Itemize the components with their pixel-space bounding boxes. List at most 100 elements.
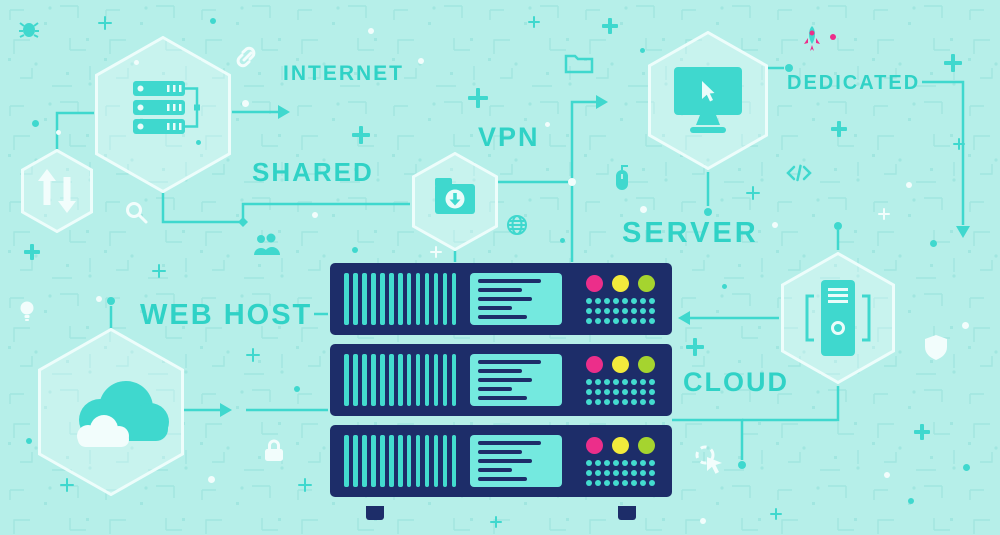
- dot-decoration: [830, 34, 836, 40]
- screen-line: [478, 369, 523, 373]
- panel-dot: [640, 297, 646, 304]
- screen-line: [478, 468, 512, 472]
- rack-unit: [330, 263, 672, 335]
- label-web-host: WEB HOST: [140, 299, 313, 331]
- indicator-light: [586, 355, 603, 373]
- plus-decoration: [770, 508, 782, 520]
- panel-dot: [604, 297, 610, 304]
- light-panel: [586, 274, 658, 324]
- stripe-group: [344, 354, 457, 406]
- indicator-light: [612, 355, 629, 373]
- panel-dot: [649, 297, 655, 304]
- unit-screen: [470, 435, 563, 487]
- lock-icon: [265, 439, 283, 461]
- dot-decoration: [963, 464, 970, 471]
- panel-dot: [604, 398, 610, 405]
- panel-dot: [649, 378, 655, 385]
- vent-stripe: [397, 354, 403, 406]
- panel-dot: [622, 307, 628, 314]
- rack-unit: [330, 344, 672, 416]
- panel-dot: [640, 479, 646, 486]
- panel-dot: [649, 479, 655, 486]
- panel-dot: [604, 307, 610, 314]
- panel-dot: [586, 378, 592, 385]
- panel-dot: [604, 469, 610, 476]
- panel-dot: [649, 459, 655, 466]
- panel-dot: [622, 398, 628, 405]
- dot-decoration: [352, 247, 358, 253]
- indicator-lights: [586, 436, 658, 454]
- vent-stripe: [442, 435, 448, 487]
- label-internet: INTERNET: [283, 62, 404, 85]
- vent-stripe: [415, 435, 421, 487]
- rack-unit: [330, 425, 672, 497]
- plus-decoration: [953, 138, 965, 150]
- panel-dot: [586, 459, 592, 466]
- plus-decoration: [98, 16, 112, 30]
- vent-stripe: [433, 354, 439, 406]
- rack-units: [330, 263, 672, 497]
- plus-decoration: [430, 246, 442, 258]
- panel-dot: [595, 378, 601, 385]
- vent-stripe: [388, 354, 394, 406]
- panel-dot: [586, 469, 592, 476]
- vent-stripe: [344, 354, 349, 406]
- plus-decoration: [298, 478, 312, 492]
- rack-leg-right: [618, 506, 636, 520]
- label-vpn: VPN: [478, 122, 540, 152]
- label-server: SERVER: [622, 217, 759, 249]
- panel-dot: [631, 459, 637, 466]
- plus-decoration: [944, 54, 962, 72]
- panel-dot: [622, 317, 628, 324]
- indicator-light: [638, 274, 655, 292]
- vent-stripe: [397, 435, 403, 487]
- panel-dot: [631, 297, 637, 304]
- bug-icon: [19, 22, 39, 38]
- panel-dot: [622, 459, 628, 466]
- vent-stripe: [433, 273, 439, 325]
- lightbulb-icon: [20, 301, 34, 321]
- vent-stripe: [451, 354, 457, 406]
- panel-dot: [586, 307, 592, 314]
- plus-decoration: [914, 424, 930, 440]
- dot-decoration: [700, 518, 706, 524]
- panel-dot: [631, 317, 637, 324]
- cloud-icon: [77, 381, 169, 447]
- vent-stripe: [370, 273, 376, 325]
- panel-dot: [604, 388, 610, 395]
- panel-dot: [622, 479, 628, 486]
- monitor-cursor-icon: [674, 67, 742, 133]
- panel-dot: [613, 479, 619, 486]
- panel-dot: [640, 378, 646, 385]
- vent-stripe: [406, 354, 412, 406]
- vent-stripe: [388, 273, 394, 325]
- panel-dot: [595, 297, 601, 304]
- indicator-lights: [586, 274, 658, 292]
- panel-dot: [649, 317, 655, 324]
- unit-screen: [470, 354, 563, 406]
- panel-dot: [595, 317, 601, 324]
- panel-dot: [604, 317, 610, 324]
- plus-decoration: [60, 478, 74, 492]
- panel-dot: [640, 459, 646, 466]
- panel-dot: [604, 479, 610, 486]
- dot-decoration: [242, 100, 249, 107]
- plus-decoration: [831, 121, 847, 137]
- panel-dot: [622, 388, 628, 395]
- dot-decoration: [962, 322, 969, 329]
- screen-line: [478, 288, 523, 292]
- panel-dot: [604, 378, 610, 385]
- panel-dot: [613, 459, 619, 466]
- code-icon: [786, 164, 812, 182]
- dot-grid: [586, 297, 658, 324]
- plus-decoration: [686, 338, 704, 356]
- dot-decoration: [312, 212, 318, 218]
- label-shared: SHARED: [252, 157, 374, 187]
- dot-decoration: [56, 130, 61, 135]
- users-icon: [254, 233, 280, 255]
- vent-stripe: [361, 273, 367, 325]
- globe-icon: [507, 215, 527, 235]
- panel-dot: [586, 479, 592, 486]
- dot-decoration: [196, 140, 201, 145]
- screen-line: [478, 441, 541, 445]
